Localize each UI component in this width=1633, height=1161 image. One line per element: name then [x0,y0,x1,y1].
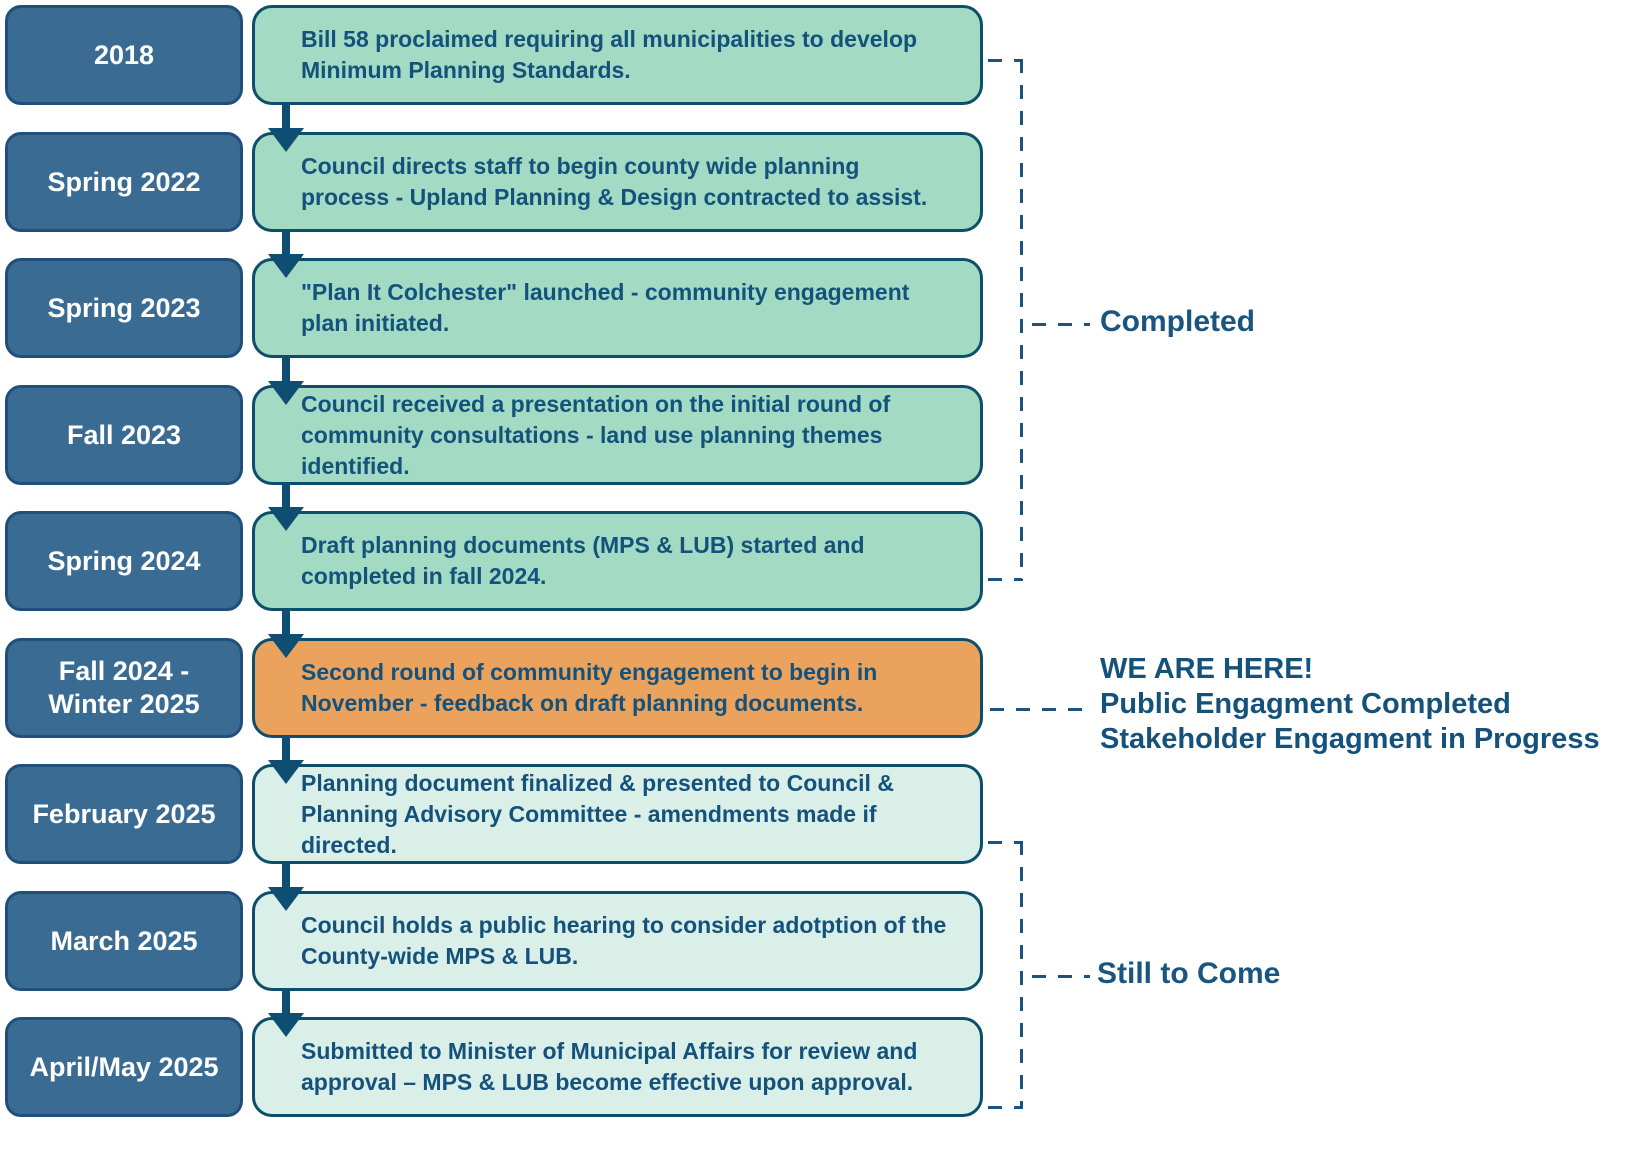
still-to-come-bracket-top-dash [988,841,1022,844]
arrow-down-icon [268,507,304,531]
arrow-down-connector [282,103,290,136]
we-are-here-title: WE ARE HERE! [1100,653,1314,685]
date-box-fall-2024-winter-2025: Fall 2024 - Winter 2025 [5,638,243,738]
we-are-here-line-2: Stakeholder Engagment in Progress [1100,723,1600,755]
event-box-second-engagement: Second round of community engagement to … [252,638,983,738]
event-box-draft-documents: Draft planning documents (MPS & LUB) sta… [252,511,983,611]
arrow-down-connector [282,736,290,769]
arrow-down-icon [268,128,304,152]
we-are-here-line-1: Public Engagment Completed [1100,688,1511,720]
event-box-public-hearing: Council holds a public hearing to consid… [252,891,983,991]
completed-label: Completed [1100,305,1256,338]
arrow-down-connector [282,230,290,263]
date-box-spring-2023: Spring 2023 [5,258,243,358]
event-box-bill-58: Bill 58 proclaimed requiring all municip… [252,5,983,105]
still-to-come-label-connector [1032,975,1090,978]
event-box-presentation: Council received a presentation on the i… [252,385,983,485]
still-to-come-bracket-bottom-dash [988,1106,1022,1109]
arrow-down-icon [268,634,304,658]
completed-label-connector [1032,323,1090,326]
event-box-document-finalized: Planning document finalized & presented … [252,764,983,864]
completed-bracket-line [1020,59,1023,581]
date-box-february-2025: February 2025 [5,764,243,864]
event-box-council-directs: Council directs staff to begin county wi… [252,132,983,232]
arrow-down-icon [268,760,304,784]
arrow-down-icon [268,887,304,911]
date-box-2018: 2018 [5,5,243,105]
arrow-down-icon [268,254,304,278]
arrow-down-icon [268,1013,304,1037]
event-box-minister-submission: Submitted to Minister of Municipal Affai… [252,1017,983,1117]
arrow-down-connector [282,356,290,389]
completed-bracket-top-dash [988,59,1022,62]
date-box-spring-2022: Spring 2022 [5,132,243,232]
still-to-come-bracket-line [1020,841,1023,1109]
completed-bracket-bottom-dash [988,578,1022,581]
arrow-down-icon [268,381,304,405]
arrow-down-connector [282,989,290,1022]
arrow-down-connector [282,609,290,642]
we-are-here-connector [990,708,1082,711]
we-are-here-annotation: WE ARE HERE! Public Engagment Completed … [1100,652,1600,757]
event-box-plan-it-colchester: "Plan It Colchester" launched - communit… [252,258,983,358]
date-box-march-2025: March 2025 [5,891,243,991]
date-box-spring-2024: Spring 2024 [5,511,243,611]
date-box-fall-2023: Fall 2023 [5,385,243,485]
still-to-come-label: Still to Come [1097,957,1281,990]
date-box-april-may-2025: April/May 2025 [5,1017,243,1117]
arrow-down-connector [282,483,290,516]
arrow-down-connector [282,862,290,895]
